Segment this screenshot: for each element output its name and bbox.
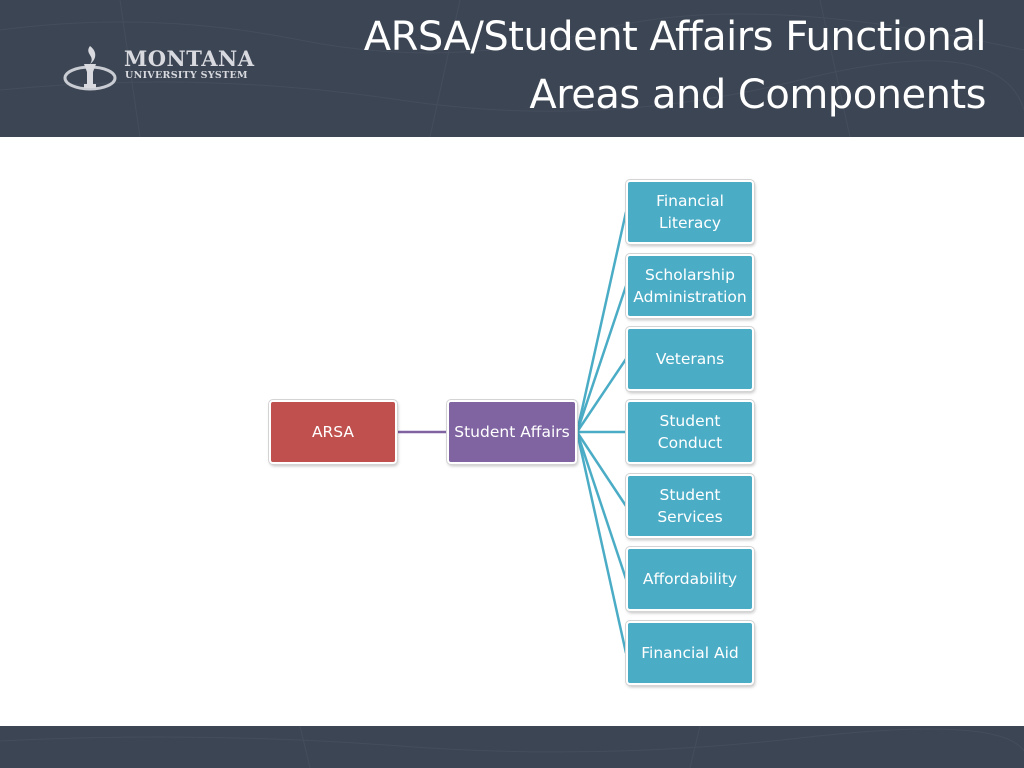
montana-logo: MONTANA UNIVERSITY SYSTEM bbox=[62, 42, 282, 92]
leaf-label: Scholarship Administration bbox=[633, 266, 747, 306]
node-student-affairs: Student Affairs bbox=[447, 400, 577, 464]
slide-title: ARSA/Student Affairs Functional Areas an… bbox=[363, 14, 987, 118]
node-leaf-financial-aid: Financial Aid bbox=[626, 621, 754, 685]
connector-leaf-5 bbox=[575, 431, 628, 580]
header-banner: MONTANA UNIVERSITY SYSTEM ARSA/Student A… bbox=[0, 0, 1024, 137]
leaf-label: Student Conduct bbox=[657, 412, 723, 452]
node-student-affairs-label: Student Affairs bbox=[454, 423, 570, 441]
logo-name: MONTANA bbox=[124, 46, 255, 71]
connector-leaf-0 bbox=[575, 211, 628, 433]
node-leaf-financial-literacy: Financial Literacy bbox=[626, 180, 754, 244]
connector-leaf-2 bbox=[575, 358, 628, 433]
logo-subtitle: UNIVERSITY SYSTEM bbox=[125, 70, 248, 81]
leaf-label: Financial Literacy bbox=[656, 192, 724, 232]
node-arsa: ARSA bbox=[269, 400, 397, 464]
connector-leaf-1 bbox=[575, 285, 628, 433]
node-leaf-student-conduct: Student Conduct bbox=[626, 400, 754, 464]
node-leaf-scholarship-administration: Scholarship Administration bbox=[626, 254, 754, 318]
node-leaf-veterans: Veterans bbox=[626, 327, 754, 391]
leaf-label: Veterans bbox=[655, 350, 725, 368]
map-texture bbox=[0, 0, 1024, 137]
node-leaf-student-services: Student Services bbox=[626, 474, 754, 538]
connector-leaf-6 bbox=[575, 431, 628, 654]
node-leaf-affordability: Affordability bbox=[626, 547, 754, 611]
footer-banner bbox=[0, 726, 1024, 768]
torch-icon bbox=[63, 46, 117, 91]
leaf-label: Affordability bbox=[642, 570, 738, 588]
map-texture-footer bbox=[0, 726, 1024, 768]
leaf-label: Financial Aid bbox=[641, 644, 739, 662]
connector-leaf-4 bbox=[575, 431, 628, 507]
node-arsa-label: ARSA bbox=[311, 423, 355, 441]
leaf-label: Student Services bbox=[657, 486, 723, 526]
